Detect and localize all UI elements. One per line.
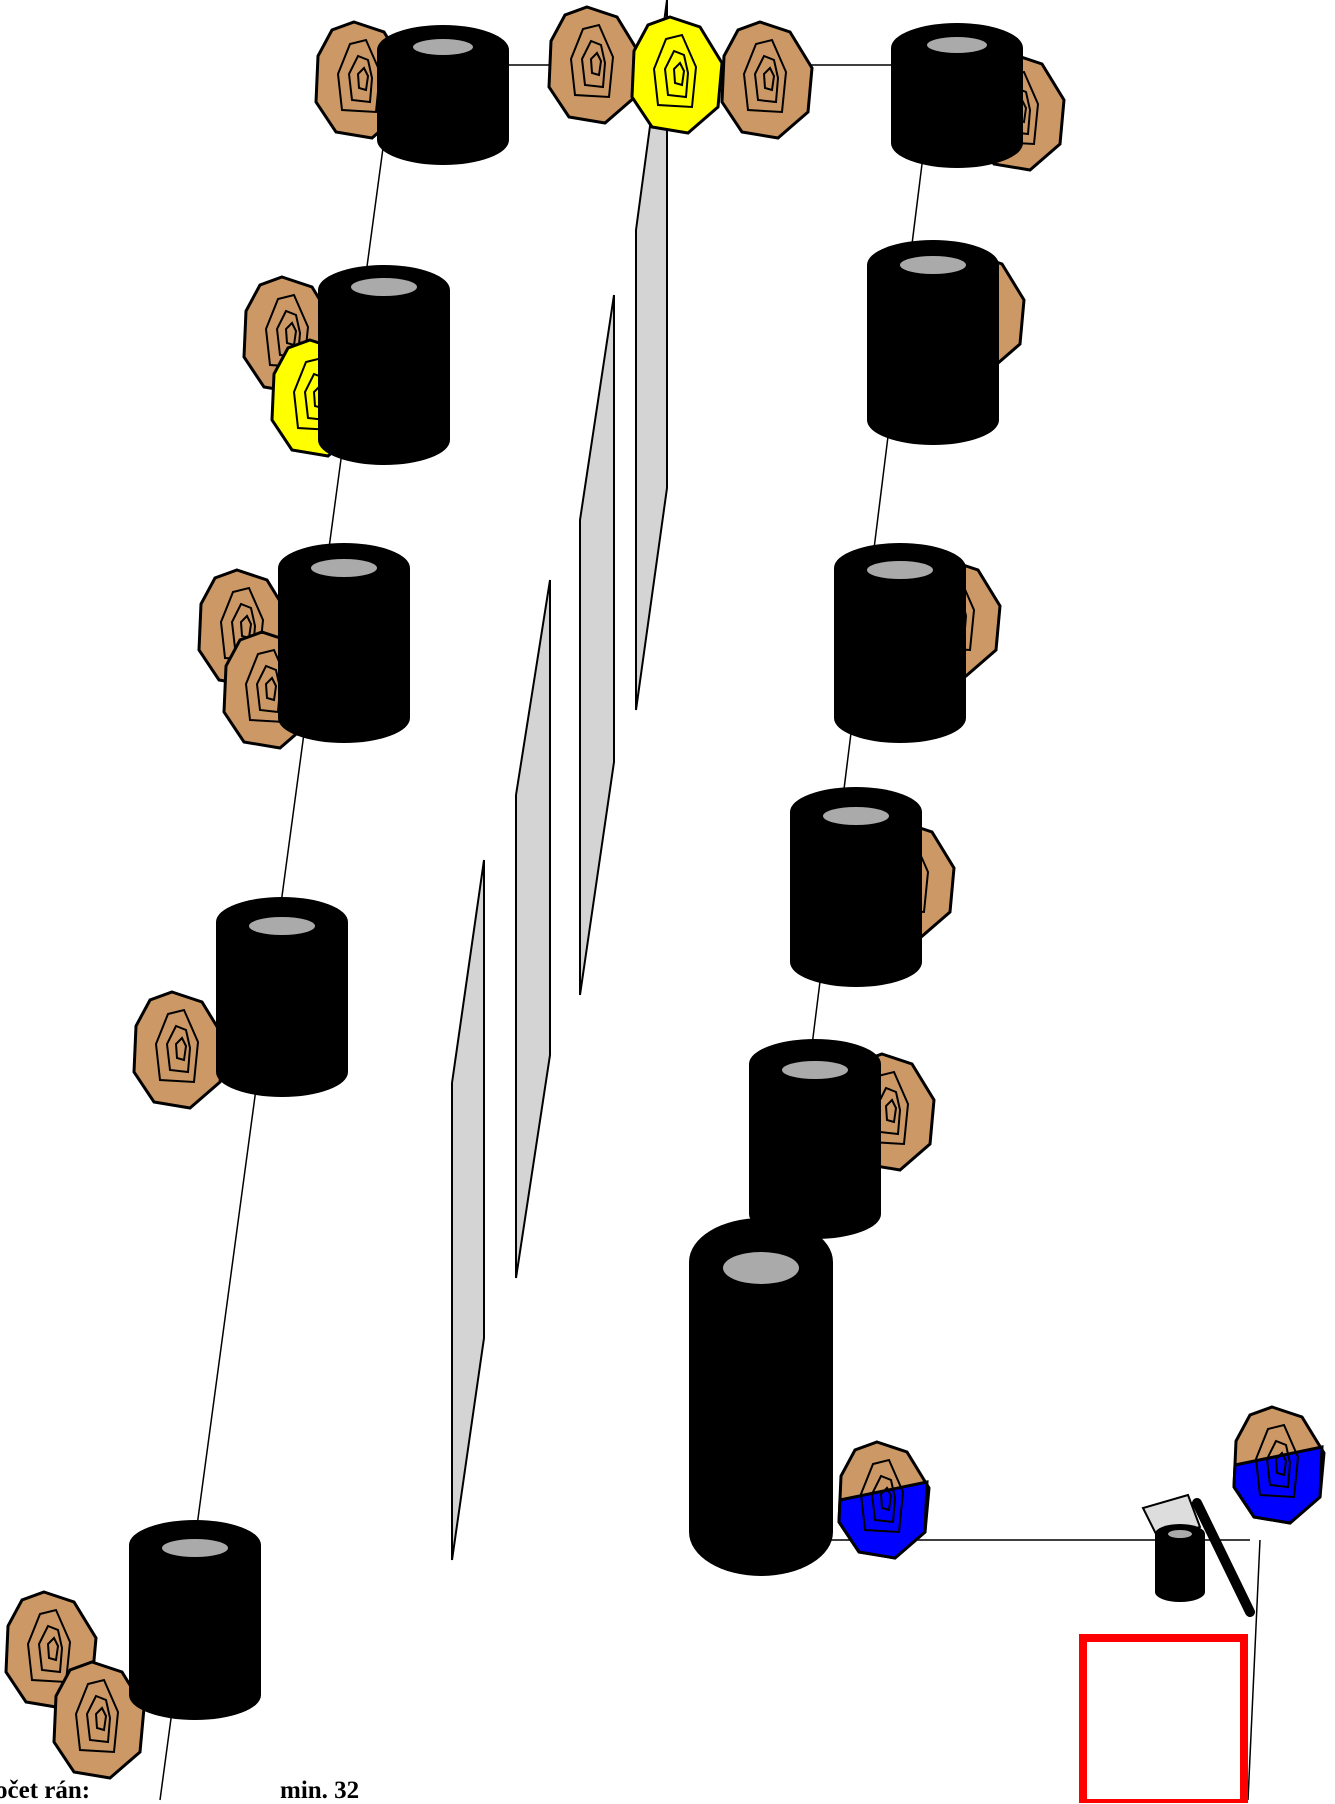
rifle-icon <box>1192 1498 1255 1617</box>
tire-stacks <box>129 23 1023 1720</box>
start-box <box>1079 1634 1248 1803</box>
tire-stack <box>790 787 922 987</box>
tire-stack <box>867 240 999 445</box>
wall-panel <box>579 294 615 996</box>
wall-panel <box>515 579 551 1279</box>
wall-panels <box>451 0 668 1561</box>
min-shots-label: min. 32 <box>280 1777 360 1804</box>
tire-stack <box>689 1218 833 1576</box>
tire-stack <box>749 1039 881 1239</box>
tire-stack <box>278 543 410 743</box>
wall-panel <box>451 859 485 1561</box>
steel-target <box>839 1442 929 1558</box>
tire-stack <box>129 1520 261 1720</box>
tire-stack <box>318 265 450 465</box>
small-tire-icon <box>1155 1524 1205 1602</box>
steel-target <box>1234 1407 1324 1523</box>
tire-stack <box>834 543 966 743</box>
paper-target <box>722 22 812 138</box>
paper-target <box>549 7 639 123</box>
shot-count-label: očet rán: <box>0 1777 91 1804</box>
start-table <box>1141 1493 1255 1617</box>
tire-stack <box>216 897 348 1097</box>
tire-stack <box>377 25 509 165</box>
paper-target <box>134 992 224 1108</box>
tire-stack <box>891 23 1023 168</box>
no-shoot-target <box>632 17 722 133</box>
